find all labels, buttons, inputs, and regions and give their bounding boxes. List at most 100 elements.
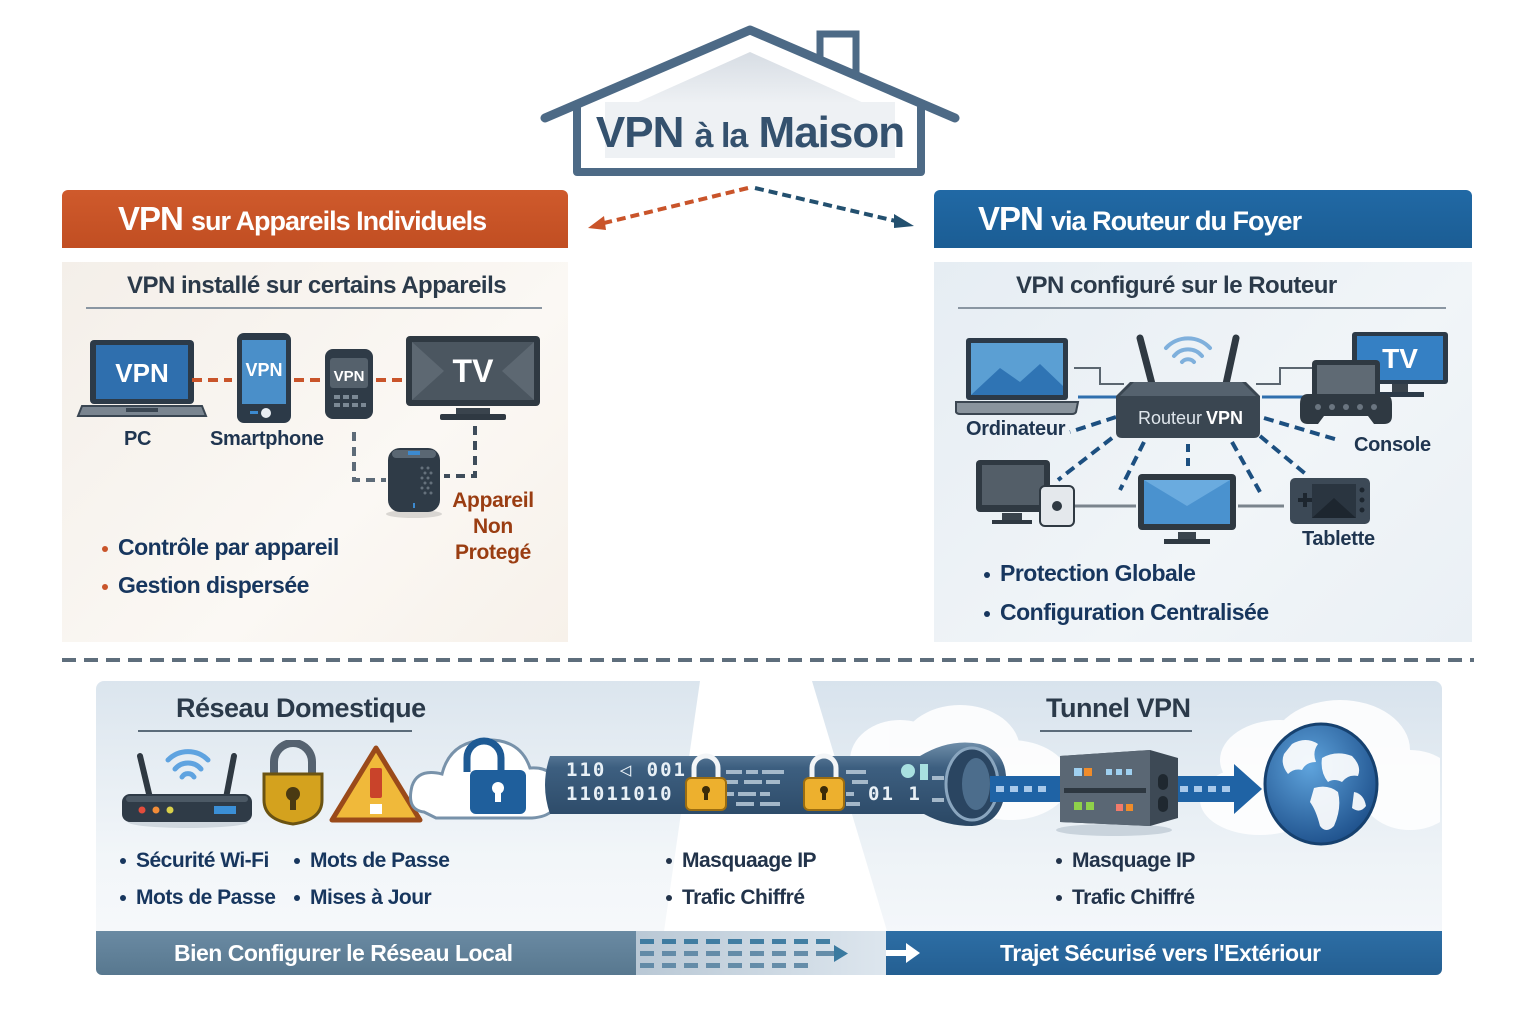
phone-screen-text: VPN: [334, 368, 365, 385]
left-subtitle-rule: [86, 307, 542, 309]
tunnel-flow-arrow: [990, 764, 1262, 814]
right-subtitle-rule: [958, 307, 1446, 309]
desktop-icon: [976, 460, 1075, 527]
left-bullet-2-text: Gestion dispersée: [118, 572, 309, 598]
padlock-gold-icon: [262, 740, 324, 826]
arrow-left-line: [599, 186, 749, 226]
left-bullet-1-text: Contrôle par appareil: [118, 534, 339, 560]
router-label-bold: VPN: [1206, 408, 1243, 428]
tunnel-bullet-2-text: Trafic Chiffré: [1072, 886, 1195, 909]
wifi-icon: [1164, 336, 1212, 364]
tunnel-bullet-2: Trafic Chiffré: [1056, 886, 1195, 910]
label-tablette: Tablette: [1302, 528, 1375, 550]
home-bullet-3-text: Mots de Passe: [310, 849, 450, 872]
left-section-panel: [62, 262, 568, 642]
label-smartphone: Smartphone: [210, 428, 324, 450]
title-maison: Maison: [758, 108, 906, 157]
unprotected-device-label: Appareil Non Protegé: [438, 488, 548, 566]
right-subtitle: VPN configuré sur le Routeur: [1016, 272, 1337, 299]
home-bullet-2: Mots de Passe: [120, 886, 276, 910]
tv-screen-text: TV: [453, 353, 495, 389]
warning-icon: [329, 745, 423, 823]
right-bullet-1-text: Protection Globale: [1000, 560, 1196, 586]
unprotected-links: [352, 426, 477, 482]
bullet-dot: [984, 571, 990, 578]
right-bullet-1: Protection Globale: [984, 560, 1196, 587]
home-router-icon: [122, 749, 252, 828]
right-bullet-2: Configuration Centralisée: [984, 599, 1269, 626]
connection-lines: [1056, 367, 1339, 508]
bullet-dot: [120, 858, 126, 865]
unprotected-label-line2: Non Protegé: [454, 515, 532, 564]
tablet-icon: [1290, 478, 1370, 524]
binary-text-line3: 01 1: [868, 783, 922, 805]
bullet-dot: [102, 545, 108, 552]
tv-icon: TV: [406, 336, 540, 420]
bullet-dot: [120, 895, 126, 902]
arrow-right-icon: [886, 943, 920, 963]
phone-icon: VPN: [325, 349, 373, 419]
tunnel-bullet-1-text: Masquage IP: [1072, 849, 1195, 872]
home-bullet-4: Mises à Jour: [294, 886, 432, 910]
monitor-icon: [1138, 474, 1236, 544]
left-section-header: VPN sur Appareils Individuels: [62, 190, 568, 248]
router-network-diagram: Routeur VPN TV: [955, 332, 1448, 544]
tunnel-bullet-1: Masquage IP: [1056, 849, 1195, 873]
right-section-header: VPN via Routeur du Foyer: [934, 190, 1472, 248]
unprotected-label-line1: Appareil: [452, 489, 534, 512]
bullet-dot: [666, 895, 672, 902]
home-network-title: Réseau Domestique: [176, 693, 426, 723]
footer-right-banner: Trajet Sécurisé vers l'Extériour: [886, 931, 1442, 975]
bullet-dot: [666, 858, 672, 865]
home-bullet-2-text: Mots de Passe: [136, 886, 276, 909]
arrow-right-line: [754, 186, 901, 224]
house-icon: [540, 25, 960, 176]
padlock-icon: [685, 753, 727, 811]
footer-flow-arrows: [636, 931, 886, 975]
right-section-panel: [934, 262, 1472, 642]
binary-text-line2: 11011010: [566, 783, 674, 805]
smartphone-icon: VPN: [237, 333, 291, 423]
smart-speaker-icon: [386, 448, 442, 518]
branch-arrows: [588, 186, 914, 230]
right-header-text: via Routeur du Foyer: [1051, 206, 1302, 236]
left-bullet-2: Gestion dispersée: [102, 572, 309, 599]
home-bullet-1: Sécurité Wi-Fi: [120, 849, 269, 873]
right-header-vpn: VPN: [978, 200, 1044, 237]
arrow-right-head: [894, 214, 914, 228]
tunnel-title: Tunnel VPN: [1046, 693, 1191, 723]
left-bullet-1: Contrôle par appareil: [102, 534, 339, 561]
middle-bullet-2: Trafic Chiffré: [666, 886, 805, 910]
bullet-dot: [1056, 858, 1062, 865]
laptop-icon: VPN: [76, 340, 208, 417]
label-console: Console: [1354, 434, 1431, 456]
left-header-vpn: VPN: [118, 200, 184, 237]
globe-icon: [1263, 722, 1379, 846]
vpn-tunnel-pipe: [545, 742, 1007, 826]
computer-laptop-icon: [955, 338, 1080, 415]
right-tv-screen-text: TV: [1382, 343, 1418, 374]
bullet-dot: [984, 610, 990, 617]
bullet-dot: [1056, 895, 1062, 902]
arrow-left-head: [588, 216, 606, 230]
tunnel-rule: [1040, 730, 1192, 732]
page-title: VPN à la Maison: [580, 108, 920, 158]
binary-text-line1: 110 ◁ 001: [566, 759, 687, 781]
home-network-rule: [138, 730, 412, 732]
bullet-dot: [294, 858, 300, 865]
vpn-server-icon: [1056, 750, 1178, 836]
home-bullet-4-text: Mises à Jour: [310, 886, 432, 909]
middle-bullet-1: Masquaage IP: [666, 849, 817, 873]
smartphone-screen-text: VPN: [245, 360, 282, 380]
left-subtitle: VPN installé sur certains Appareils: [127, 272, 507, 299]
padlock-icon: [803, 753, 845, 811]
device-links: [192, 378, 404, 382]
bullet-dot: [294, 895, 300, 902]
console-icon: [1300, 360, 1392, 424]
title-vpn: VPN: [595, 108, 684, 157]
section-divider: [62, 658, 1474, 662]
wifi-icon: [165, 749, 211, 780]
middle-bullet-2-text: Trafic Chiffré: [682, 886, 805, 909]
middle-bullet-1-text: Masquaage IP: [682, 849, 817, 872]
title-connector: à la: [694, 117, 749, 155]
